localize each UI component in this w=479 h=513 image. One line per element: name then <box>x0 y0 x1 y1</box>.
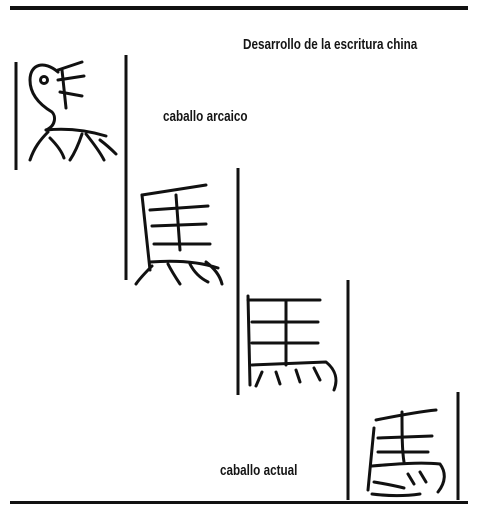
stage-3-traditional-horse <box>246 280 350 500</box>
stage-2-early-horse <box>134 168 240 395</box>
early-script-horse-icon <box>134 183 224 286</box>
cursive-horse-icon <box>366 408 446 497</box>
bottom-rule <box>10 501 468 504</box>
diagram-title: Desarrollo de la escritura china <box>243 36 418 53</box>
stage-1-archaic-horse <box>14 55 128 280</box>
pictographic-horse-icon <box>28 60 118 162</box>
stage-4-current-horse <box>366 392 460 500</box>
top-rule <box>10 6 468 10</box>
label-current-horse: caballo actual <box>220 462 298 479</box>
label-archaic-horse: caballo arcaico <box>163 108 248 125</box>
traditional-horse-icon <box>246 294 338 392</box>
